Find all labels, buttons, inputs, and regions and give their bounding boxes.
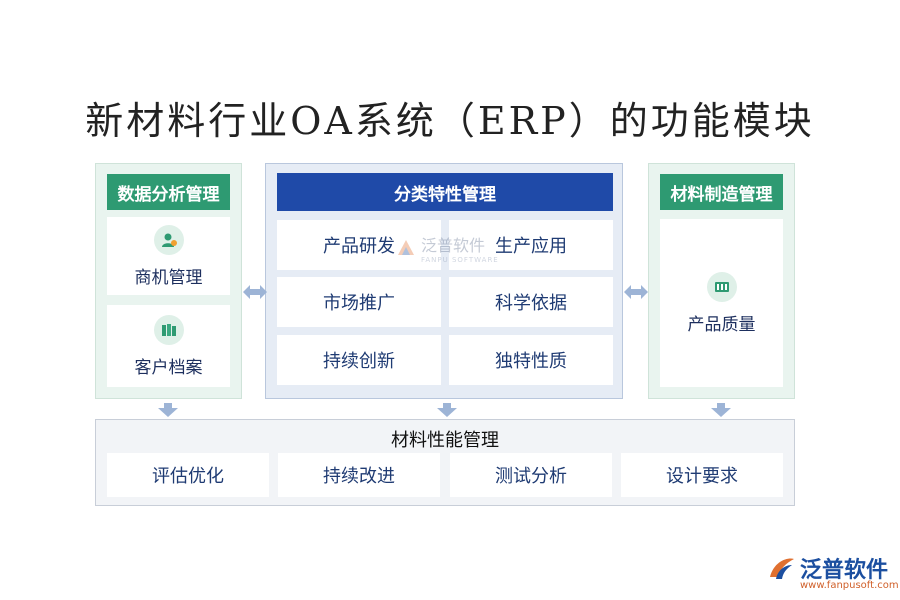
middle-right-arrow-icon (624, 285, 648, 299)
left-down-arrow-icon (158, 403, 178, 417)
performance-header: 材料性能管理 (391, 430, 499, 451)
cell-unique[interactable]: 独特性质 (449, 335, 613, 385)
classification-panel: 分类特性管理 产品研发 生产应用 市场推广 科学依据 持续创新 独特性质 (265, 163, 623, 399)
cell-improve[interactable]: 持续改进 (278, 453, 440, 497)
files-icon (153, 314, 184, 345)
cell-rd[interactable]: 产品研发 (277, 220, 441, 270)
watermark-sub: FANPU SOFTWARE (421, 256, 499, 264)
left-middle-arrow-icon (243, 285, 267, 299)
right-down-arrow-icon (711, 403, 731, 417)
brand-logo: 泛普软件 (768, 552, 888, 584)
user-icon (153, 224, 184, 255)
opportunity-card[interactable]: 商机管理 (107, 217, 230, 295)
customer-archive-card[interactable]: 客户档案 (107, 305, 230, 387)
page-title: 新材料行业OA系统（ERP）的功能模块 (85, 99, 815, 143)
quality-label: 产品质量 (687, 314, 756, 335)
brand-url[interactable]: www.fanpusoft.com (800, 580, 899, 591)
manufacturing-panel: 材料制造管理 产品质量 (648, 163, 795, 399)
opportunity-label: 商机管理 (134, 267, 203, 288)
data-analysis-header: 数据分析管理 (107, 174, 230, 210)
cell-evaluate[interactable]: 评估优化 (107, 453, 269, 497)
customer-archive-label: 客户档案 (134, 357, 203, 378)
watermark-name: 泛普软件 (421, 236, 486, 255)
cell-application[interactable]: 生产应用 (449, 220, 613, 270)
data-analysis-panel: 数据分析管理 商机管理 客户档案 (95, 163, 242, 399)
manufacturing-header: 材料制造管理 (660, 174, 783, 210)
watermark: 泛普软件 FANPU SOFTWARE (395, 232, 499, 264)
quality-icon (706, 271, 737, 302)
middle-down-arrow-icon (437, 403, 457, 417)
cell-scientific[interactable]: 科学依据 (449, 277, 613, 327)
cell-test[interactable]: 测试分析 (450, 453, 612, 497)
brand-name: 泛普软件 (800, 558, 889, 583)
performance-panel: 材料性能管理 评估优化 持续改进 测试分析 设计要求 (95, 419, 795, 506)
quality-card[interactable]: 产品质量 (660, 219, 783, 387)
watermark-logo-icon (398, 240, 414, 255)
classification-header: 分类特性管理 (277, 173, 613, 211)
cell-design[interactable]: 设计要求 (621, 453, 783, 497)
cell-promotion[interactable]: 市场推广 (277, 277, 441, 327)
cell-innovation[interactable]: 持续创新 (277, 335, 441, 385)
brand-logo-icon (770, 558, 794, 579)
